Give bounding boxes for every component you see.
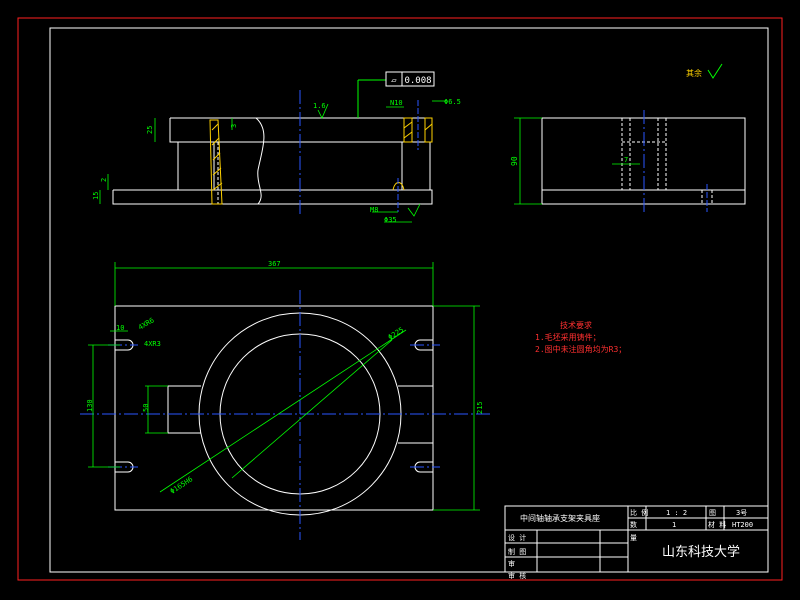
dim-d65: Φ6.5	[444, 98, 461, 106]
dim-n10: N10	[390, 99, 403, 107]
approver-label: 审 核	[508, 571, 526, 580]
tech-requirements: 技术要求 1.毛坯采用铸件； 2.图中未注圆角均为R3；	[535, 320, 626, 354]
flatness-symbol: ▱	[391, 76, 397, 86]
top-view-dim-labels: 367 215 130 50 10 4XR6 4XR3 Φ225 Φ165H6	[86, 260, 484, 496]
front-view	[112, 117, 433, 205]
dim-side-height: 90	[510, 156, 519, 166]
designer-label: 设 计	[508, 533, 526, 542]
dim-slot-4r: 4XR6	[137, 316, 156, 331]
front-section-hatch	[209, 117, 433, 205]
top-view-dims	[88, 262, 480, 511]
flatness-value: 0.008	[404, 76, 431, 86]
sheet-border-outer	[17, 17, 783, 581]
quantity-label: 数	[630, 520, 637, 529]
dim-top-height: 215	[476, 401, 484, 414]
dim-dia-outer: Φ225	[387, 326, 405, 342]
dim-top-width: 367	[268, 260, 281, 268]
dim-d35: Φ35	[384, 216, 397, 224]
school-name: 山东科技大学	[662, 544, 740, 560]
title-block	[504, 505, 769, 573]
front-view-dims	[99, 100, 446, 223]
drawing-no-value: 3号	[736, 509, 747, 517]
tech-requirement-1: 1.毛坯采用铸件；	[535, 332, 601, 342]
dim-h130: 130	[86, 399, 94, 412]
sheet-border-inner	[49, 27, 769, 573]
dim-slot-r3: 4XR3	[144, 340, 161, 348]
dim-h50: 50	[142, 404, 150, 412]
dim-h-base2: 15	[92, 192, 100, 200]
material-label: 材 料	[708, 520, 726, 529]
scale-value: 1 : 2	[666, 509, 687, 517]
dim-r10: 10	[116, 324, 124, 332]
drawing-name: 中间轴轴承支架夹具座	[520, 513, 600, 523]
quantity-label-2: 量	[630, 534, 637, 542]
side-view-dims	[514, 117, 640, 205]
quantity-value: 1	[672, 521, 676, 529]
dim-roughness-top: 1.6	[313, 102, 326, 110]
dim-h-top: 25	[146, 126, 154, 134]
dim-m8: M8	[370, 206, 378, 214]
top-view	[114, 305, 434, 516]
tech-requirements-title: 技术要求	[560, 320, 592, 330]
checker-label: 审	[508, 559, 515, 568]
surface-finish-text: 其余	[686, 68, 702, 78]
dim-h-base1: 2	[100, 178, 108, 182]
drafter-label: 制 图	[508, 547, 526, 556]
surface-finish-note: 其余	[686, 63, 723, 79]
dim-side-slot: 7	[624, 156, 628, 164]
tech-requirement-2: 2.图中未注圆角均为R3；	[535, 344, 626, 354]
front-view-dim-labels: 1.6 25 3 2 15 N10 Φ6.5 M8 Φ35	[92, 98, 461, 224]
dim-h-gap: 3	[230, 124, 238, 128]
drawing-no-label: 图	[709, 509, 716, 517]
material-value: HT200	[732, 521, 753, 529]
title-block-text: 中间轴轴承支架夹具座 比 例 1 : 2 图 3号 数 1 材 料 HT200 …	[508, 508, 753, 580]
scale-label: 比 例	[630, 508, 648, 517]
flatness-tolerance-frame: ▱ 0.008	[357, 71, 435, 118]
